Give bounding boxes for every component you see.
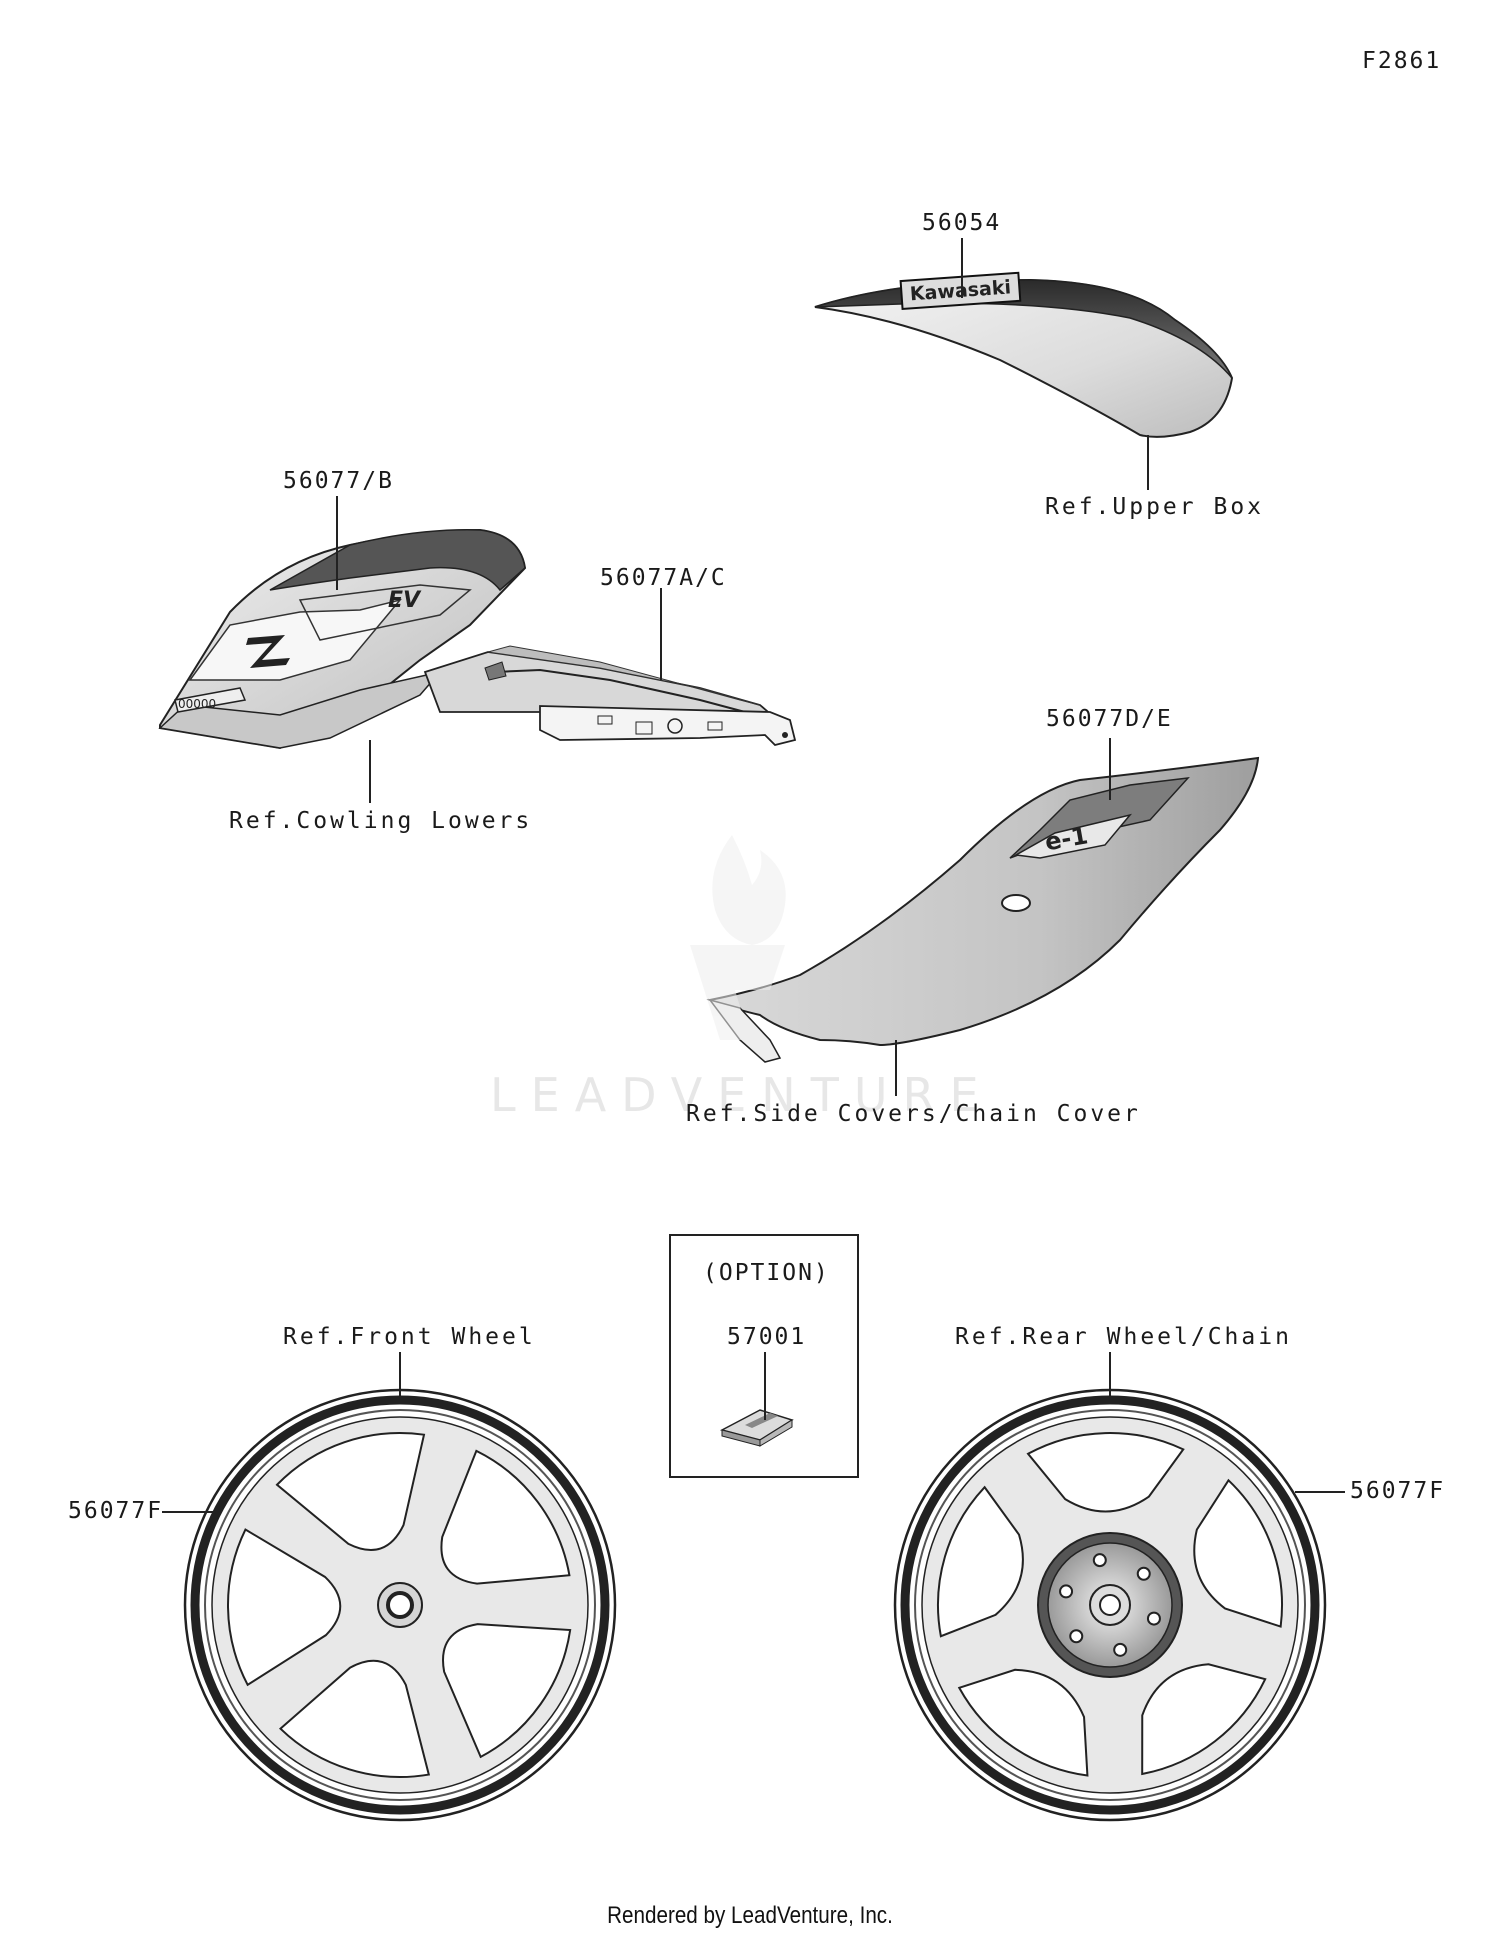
callout-front-wheel-ref: Ref.Front Wheel	[283, 1324, 536, 1350]
figure-id: F2861	[1362, 48, 1442, 74]
callout-side-part: 56077D/E	[1046, 706, 1173, 732]
wheel-cutout	[1026, 1432, 1185, 1513]
callout-upper-box-ref: Ref.Upper Box	[1045, 494, 1265, 520]
callout-cowl-part-b: 56077/B	[283, 468, 394, 494]
hub-bolt	[1146, 1611, 1161, 1626]
hub-bolt	[1113, 1642, 1128, 1657]
wheel-cutout	[937, 1485, 1024, 1638]
side-cover-decal-illustration: e-1	[706, 756, 1260, 1063]
upper-box-decal-illustration: Kawasaki	[814, 271, 1234, 438]
wheel-cutout	[1141, 1663, 1267, 1776]
wheel-cutout	[278, 1659, 431, 1778]
wheel-cutout	[275, 1432, 426, 1552]
footer-credit: Rendered by LeadVenture, Inc.	[607, 1902, 893, 1929]
wheel-cutout	[440, 1449, 571, 1585]
rear-wheel-illustration	[893, 1388, 1327, 1822]
callout-rear-wheel-part: 56077F	[1350, 1478, 1446, 1504]
option-label: (OPTION)	[703, 1260, 830, 1286]
callout-upper-box-part: 56054	[922, 210, 1002, 236]
callout-cowl-part-ac: 56077A/C	[600, 565, 727, 591]
callout-option-part: 57001	[727, 1324, 807, 1350]
hub-bolt	[1059, 1584, 1074, 1599]
wheel-cutout	[442, 1623, 572, 1759]
hub-bolt	[1092, 1553, 1107, 1568]
hub-bolt	[1069, 1629, 1084, 1644]
option-box	[669, 1234, 859, 1478]
wheel-cutout	[957, 1668, 1089, 1777]
watermark-logo	[690, 835, 786, 1040]
wheel-cutout	[1193, 1478, 1283, 1628]
callout-rear-wheel-ref: Ref.Rear Wheel/Chain	[955, 1324, 1292, 1350]
front-wheel-illustration	[183, 1388, 617, 1822]
option-part-illustration	[719, 1409, 794, 1447]
watermark-text: LEADVENTURE	[490, 1068, 994, 1122]
callout-side-ref: Ref.Side Covers/Chain Cover	[686, 1101, 1141, 1127]
wheel-cutout	[227, 1528, 342, 1687]
hub-bolt	[1136, 1566, 1151, 1581]
cowling-decal-illustration: 00000 EV	[158, 528, 797, 750]
callout-front-wheel-part: 56077F	[68, 1498, 164, 1524]
svg-text:00000: 00000	[178, 697, 216, 711]
cowl-badge-text: EV	[388, 588, 422, 613]
leader-lines	[162, 238, 1345, 1513]
callout-cowl-ref: Ref.Cowling Lowers	[229, 808, 533, 834]
